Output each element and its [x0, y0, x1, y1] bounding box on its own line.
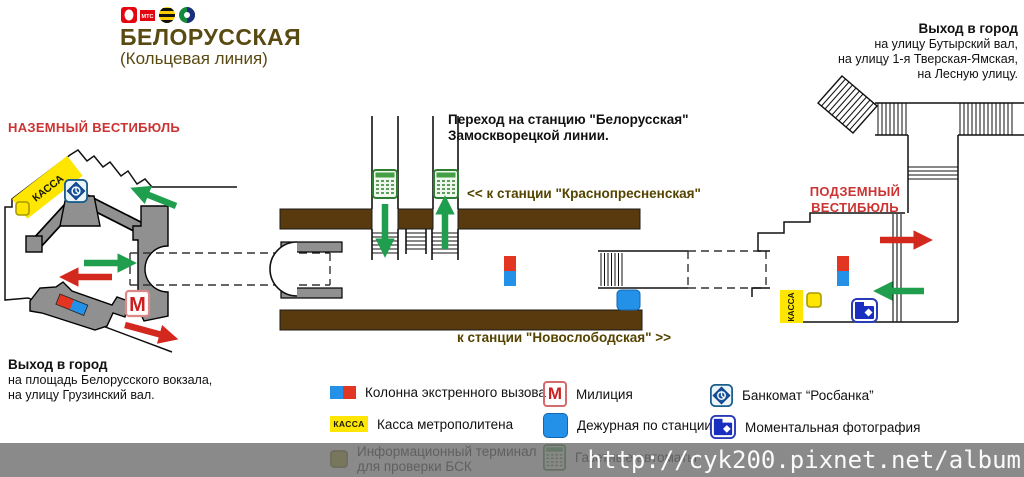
- line-subtitle: (Кольцевая линия): [120, 49, 268, 68]
- megafon-icon: [179, 7, 195, 23]
- exit-title: Выход в город: [918, 21, 1018, 36]
- direction-novoslobodskaya: к станции "Новослободская" >>: [457, 330, 672, 345]
- newsstand-icon: [372, 168, 398, 200]
- underground-vestibule-label: ПОДЗЕМНЫЙ ВЕСТИБЮЛЬ: [809, 184, 901, 215]
- surface-vestibule-outline: [4, 149, 237, 353]
- legend-instant-photo: Моментальная фотография: [710, 415, 920, 439]
- emergency-column: [837, 256, 849, 286]
- platform-walls: [279, 208, 643, 331]
- attendant-icon: [543, 413, 568, 438]
- direction-krasnopresnenskaya: << к станции "Краснопресненская": [467, 186, 701, 201]
- mts-icon: [121, 7, 137, 23]
- transfer-label: Переход на станцию "Белорусская" Замоскв…: [448, 112, 689, 143]
- mts-label-icon: МТС: [140, 10, 155, 21]
- legend-emergency-column: Колонна экстренного вызова: [330, 385, 546, 400]
- east-corridor: [598, 250, 688, 289]
- metro-m-text: М: [129, 294, 146, 316]
- emergency-column: [504, 256, 516, 286]
- west-arch: [269, 241, 298, 297]
- red-arrows: [59, 230, 933, 344]
- metro-m-sign: М: [124, 289, 151, 318]
- operator-icons: МТС: [121, 6, 196, 24]
- militia-icon: М: [543, 381, 567, 407]
- info-terminal-icon: [15, 201, 30, 216]
- watermark-url: http://cyk200.pixnet.net/album: [587, 446, 1021, 474]
- green-arrows: [84, 185, 924, 301]
- newsstand-icon: [433, 168, 459, 200]
- east-corridor-dashed: [687, 250, 767, 289]
- attendant-post: [616, 289, 641, 311]
- legend-attendant: Дежурная по станции: [543, 413, 712, 438]
- kassa-sign-underground: КАССА: [780, 290, 803, 323]
- beeline-icon: [159, 7, 175, 23]
- rosbank-atm-icon: [710, 384, 733, 407]
- legend-kassa: КАССА Касса метрополитена: [330, 416, 513, 432]
- emergency-column-icon: [330, 386, 356, 399]
- exit-info-top-right: Выход в город на улицу Бутырский вал, на…: [838, 21, 1018, 81]
- svg-text:МТС: МТС: [142, 14, 154, 20]
- escalator-tunnel-west: [129, 252, 331, 286]
- emergency-column: [55, 293, 89, 316]
- exit-title: Выход в город: [8, 357, 108, 372]
- kassa-sign-text: КАССА: [786, 292, 796, 321]
- info-terminal-icon: [806, 292, 822, 308]
- kassa-icon: КАССА: [330, 416, 368, 432]
- street-stairs-hatching: [877, 103, 1013, 180]
- page-title: БЕЛОРУССКАЯ: [120, 24, 302, 50]
- vestibule-columns: [892, 214, 902, 322]
- rosbank-atm-icon: [64, 179, 88, 203]
- surface-vestibule-label: НАЗЕМНЫЙ ВЕСТИБЮЛЬ: [8, 120, 181, 135]
- legend-rosbank: Банкомат “Росбанка”: [710, 384, 874, 407]
- instant-photo-icon: [710, 415, 736, 439]
- watermark-band: http://cyk200.pixnet.net/album: [0, 443, 1024, 477]
- legend-militia: М Милиция: [543, 381, 633, 407]
- exit-info-bottom-left: Выход в город на площадь Белорусского во…: [8, 357, 213, 402]
- east-stairs: [600, 253, 623, 286]
- instant-photo-icon: [851, 298, 878, 323]
- street-escalator: [817, 75, 878, 134]
